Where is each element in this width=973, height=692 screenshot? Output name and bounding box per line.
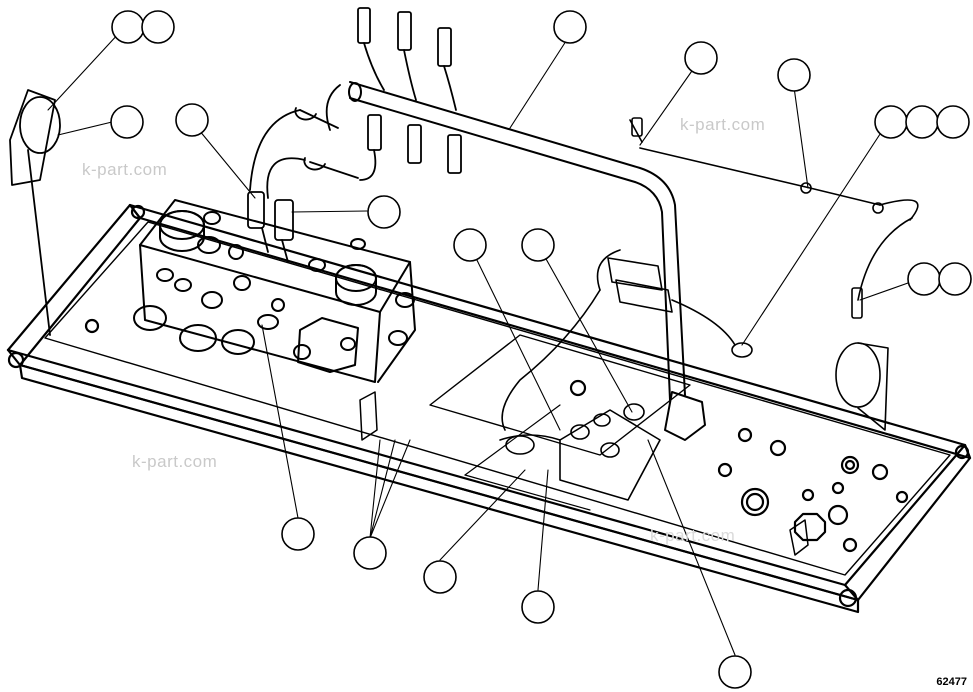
callout-7 xyxy=(684,41,718,75)
callout-8 xyxy=(777,58,811,92)
callout-5 xyxy=(367,195,401,229)
callout-16 xyxy=(281,517,315,551)
callout-2 xyxy=(141,10,175,44)
watermark: k-part.com xyxy=(82,160,168,179)
watermark: k-part.com xyxy=(132,452,218,471)
callout-3 xyxy=(110,105,144,139)
callout-12 xyxy=(453,228,487,262)
wire-connectors xyxy=(247,7,462,263)
callout-11 xyxy=(936,105,970,139)
hose-tube xyxy=(348,81,706,441)
callout-19 xyxy=(521,590,555,624)
callout-4 xyxy=(175,103,209,137)
callout-circles xyxy=(110,10,972,689)
callout-6 xyxy=(553,10,587,44)
callout-17 xyxy=(353,536,387,570)
callout-15 xyxy=(938,262,972,296)
valve-block xyxy=(133,199,416,383)
callout-10 xyxy=(905,105,939,139)
watermark: k-part.com xyxy=(650,526,736,545)
callout-20 xyxy=(718,655,752,689)
callout-9 xyxy=(874,105,908,139)
left-sensor xyxy=(9,89,61,336)
callout-1 xyxy=(111,10,145,44)
watermark: k-part.com xyxy=(680,115,766,134)
callout-18 xyxy=(423,560,457,594)
leader-lines xyxy=(47,31,909,656)
callout-14 xyxy=(907,262,941,296)
figure-number: 62477 xyxy=(936,676,967,688)
callout-13 xyxy=(521,228,555,262)
base-frame xyxy=(6,203,972,614)
right-harness xyxy=(499,117,919,501)
